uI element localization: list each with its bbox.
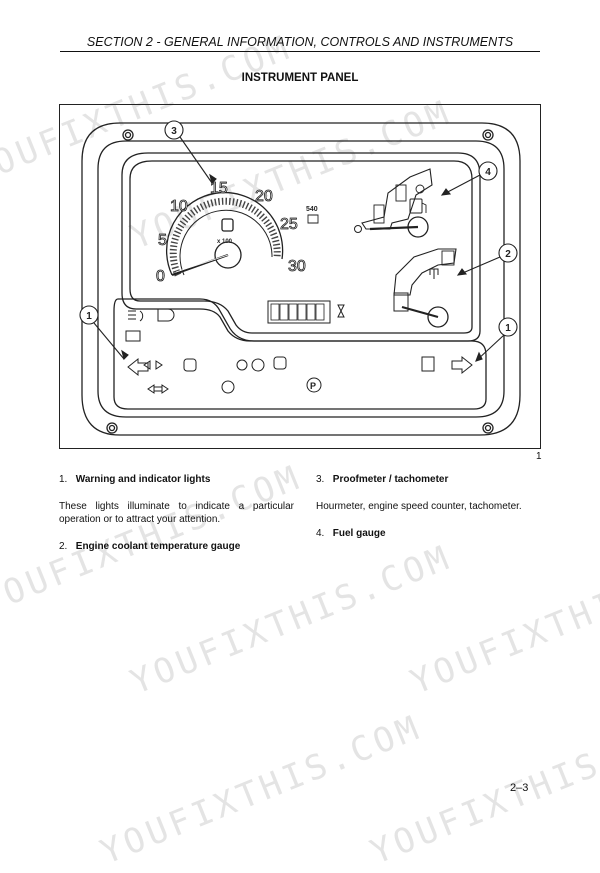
tach-tick-label: 25 [280, 216, 298, 233]
section-header: SECTION 2 - GENERAL INFORMATION, CONTROL… [60, 35, 540, 52]
callout-label: 1 [86, 311, 92, 322]
thermometer-icon [429, 268, 439, 279]
trailer-turn-icon [143, 360, 163, 370]
legend-column-right: 3. Proofmeter / tachometer Hourmeter, en… [316, 473, 551, 554]
legend-item-number: 2. [59, 541, 68, 552]
callout-label: 3 [171, 126, 177, 137]
parking-brake-icon [306, 377, 322, 393]
mounting-hole [106, 422, 118, 434]
air-filter-icon [221, 380, 235, 394]
callout-4 [478, 161, 498, 181]
fuel-gauge [354, 168, 433, 238]
watermark: YOUFIXTHIS.COM [404, 537, 600, 703]
legend-item: 4. Fuel gauge [316, 527, 551, 540]
panel-inner-housing [97, 140, 505, 418]
tach-tick-label: 15 [210, 180, 228, 197]
callout-label: 2 [505, 249, 511, 260]
mounting-hole [482, 129, 494, 141]
callout-label: 1 [505, 323, 511, 334]
callout-label: 4 [485, 167, 491, 178]
panel-outer-housing [81, 122, 521, 436]
legend-item-label: Proofmeter / tachometer [332, 474, 449, 485]
callout-3 [164, 120, 184, 140]
high-beam-icon [157, 308, 175, 322]
indicator-lights: P [125, 308, 473, 394]
legend-column-left: 1. Warning and indicator lights These li… [59, 473, 294, 567]
trailer-2-turn-icon [147, 384, 169, 394]
legend-item: 2. Engine coolant temperature gauge [59, 540, 294, 553]
mounting-hole [122, 129, 134, 141]
legend-item: 1. Warning and indicator lights [59, 473, 294, 486]
callouts [79, 120, 518, 362]
tachometer: 0 5 10 15 20 25 30 x 100 540 [156, 180, 319, 285]
headlight-icon [128, 310, 144, 322]
hourglass-icon [337, 304, 345, 318]
callout-1-right [498, 317, 518, 337]
turn-left-arrow-icon [127, 357, 149, 377]
warning-lights-panel [113, 298, 487, 410]
seat-belt-icon [273, 356, 287, 370]
legend-item-label: Fuel gauge [332, 528, 386, 539]
tach-tick-label: 0 [156, 268, 165, 285]
hourmeter-display [267, 300, 345, 324]
tach-tick-label: 10 [170, 198, 188, 215]
oil-pressure-icon [236, 359, 248, 371]
legend-item-description: These lights illuminate to indicate a pa… [59, 501, 294, 525]
legend-item-number: 3. [316, 474, 325, 485]
callout-1-left [79, 305, 99, 325]
brake-icon [183, 358, 197, 372]
legend-item-number: 1. [59, 474, 68, 485]
legend-item-number: 4. [316, 528, 325, 539]
watermark: YOUFIXTHIS.COM [94, 707, 428, 873]
pto-rpm-label: 540 [306, 206, 318, 213]
page-number: 2–3 [510, 782, 529, 794]
svg-text:P: P [310, 381, 316, 391]
legend-item-label: Warning and indicator lights [75, 474, 211, 485]
tach-tick-label: 20 [255, 188, 273, 205]
tach-multiplier-label: x 100 [217, 239, 233, 245]
legend-item: 3. Proofmeter / tachometer [316, 473, 551, 486]
steering-icon [251, 358, 265, 372]
turn-right-arrow-icon [451, 355, 473, 375]
coolant-temperature-gauge [393, 248, 457, 328]
legend-item-description: Hourmeter, engine speed counter, tachome… [316, 501, 522, 512]
fuel-pump-icon [409, 198, 423, 214]
figure-number: 1 [536, 451, 542, 462]
instrument-panel-drawing: 0 5 10 15 20 25 30 x 100 540 [79, 120, 521, 436]
instrument-panel-figure: 0 5 10 15 20 25 30 x 100 540 [59, 104, 541, 449]
tach-tick-label: 30 [288, 258, 306, 275]
mounting-hole [482, 422, 494, 434]
tach-tick-label: 5 [158, 232, 167, 249]
legend-item-label: Engine coolant temperature gauge [75, 541, 241, 552]
figure-title: INSTRUMENT PANEL [241, 72, 359, 84]
battery-icon [125, 330, 141, 342]
callout-2 [498, 243, 518, 263]
watermark: YOUFIXTHIS.COM [364, 707, 600, 873]
transmission-icon [421, 356, 435, 372]
